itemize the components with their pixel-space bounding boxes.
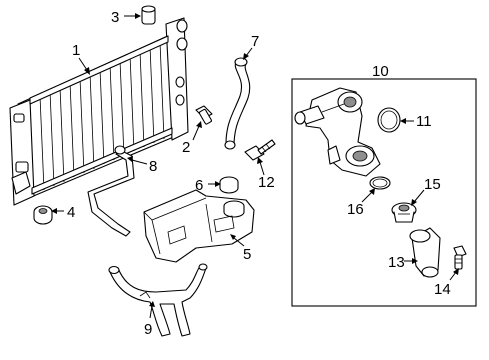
water-outlet (409, 227, 441, 278)
callout-10: 10 (372, 63, 389, 80)
thermostat (391, 202, 417, 223)
thermostat-housing-frame (291, 78, 477, 307)
radiator-lower-bushing (33, 205, 53, 225)
callout-7: 7 (251, 33, 259, 50)
reservoir-cap (219, 176, 239, 194)
o-ring-11 (377, 107, 401, 133)
thermostat-housing-assembly (294, 87, 381, 177)
callout-15: 15 (424, 176, 441, 193)
callout-1: 1 (72, 42, 80, 59)
callout-14: 14 (434, 281, 451, 298)
callout-6: 6 (195, 177, 203, 194)
callout-4: 4 (67, 204, 75, 221)
radiator (9, 17, 189, 206)
callout-8: 8 (149, 158, 157, 175)
radiator-bushing (141, 5, 156, 25)
callout-leaders (51, 13, 459, 319)
lower-radiator-hose (108, 263, 208, 337)
bolt-2 (195, 105, 213, 125)
callout-13: 13 (388, 254, 405, 271)
bolt-12 (244, 139, 276, 161)
upper-radiator-hose (224, 57, 251, 150)
callout-9: 9 (144, 321, 152, 338)
callout-5: 5 (243, 246, 251, 263)
bolt-14 (453, 245, 467, 270)
callout-16: 16 (347, 201, 364, 218)
callout-labels: 1 2 3 4 5 6 7 8 9 10 11 12 13 14 15 16 (67, 9, 451, 338)
callout-2: 2 (182, 139, 190, 156)
o-ring-16 (369, 176, 391, 190)
bypass-hose (87, 145, 135, 237)
callout-12: 12 (258, 174, 275, 191)
coolant-reservoir (143, 189, 255, 263)
callout-11: 11 (416, 113, 432, 130)
callout-3: 3 (111, 9, 119, 26)
